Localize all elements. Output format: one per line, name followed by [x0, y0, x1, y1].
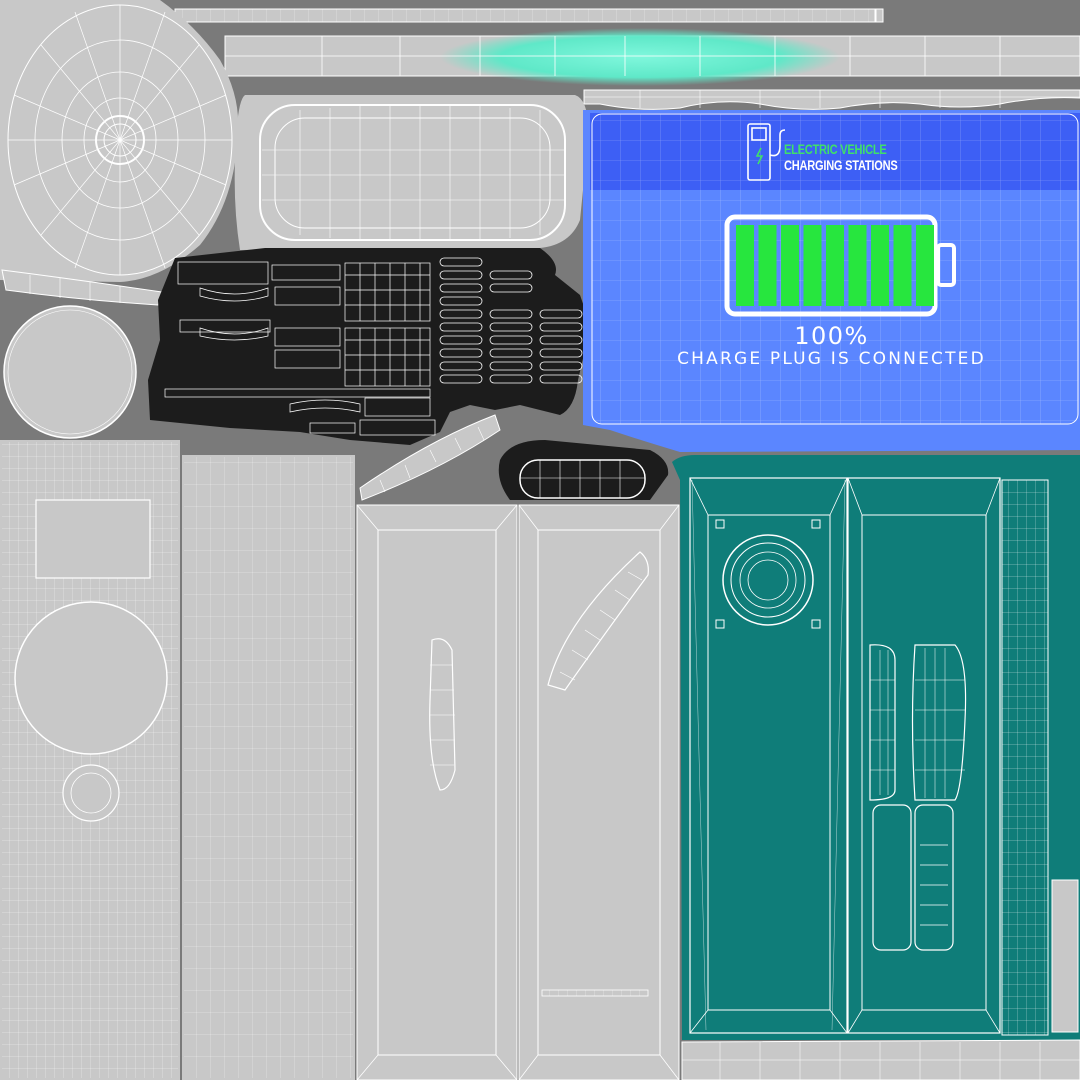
- battery-icon: [724, 214, 956, 317]
- battery-cell: [848, 225, 867, 306]
- brand-line-1: ELECTRIC VEHICLE: [784, 142, 887, 157]
- glow-light-strip: [440, 28, 840, 86]
- battery-cell: [736, 225, 754, 306]
- battery-cell: [758, 225, 777, 306]
- battery-cell: [916, 225, 934, 306]
- bottom-strip: [681, 1039, 1080, 1080]
- battery-cell: [826, 225, 844, 306]
- battery-cell: [871, 225, 889, 306]
- side-panel-1: [0, 440, 180, 1080]
- charge-status-label: CHARGE PLUG IS CONNECTED: [677, 349, 986, 369]
- rounded-cover-part: [234, 95, 589, 250]
- battery-cell: [781, 225, 799, 306]
- teal-housing-panel: [672, 455, 1080, 1040]
- side-panel-3: [356, 504, 518, 1080]
- charging-screen-panel: [583, 110, 1080, 452]
- curved-strip-mid: [359, 414, 501, 501]
- black-detail-island: [148, 248, 587, 445]
- charging-station-icon: [747, 123, 786, 181]
- black-lens-part: [498, 440, 669, 500]
- top-strip-wavy: [583, 89, 1080, 110]
- top-strip-thin: [174, 8, 884, 23]
- battery-cell: [893, 225, 912, 306]
- side-panel-4: [518, 504, 680, 1080]
- side-panel-2: [182, 455, 355, 1080]
- brand-line-2: CHARGING STATIONS: [784, 158, 898, 173]
- radial-fan-part: [0, 0, 239, 282]
- charge-percent-label: 100%: [794, 322, 869, 350]
- disc-part: [3, 305, 137, 439]
- curved-strip-left: [1, 269, 163, 306]
- battery-cell: [803, 225, 822, 306]
- top-strip-glow: [224, 28, 1080, 86]
